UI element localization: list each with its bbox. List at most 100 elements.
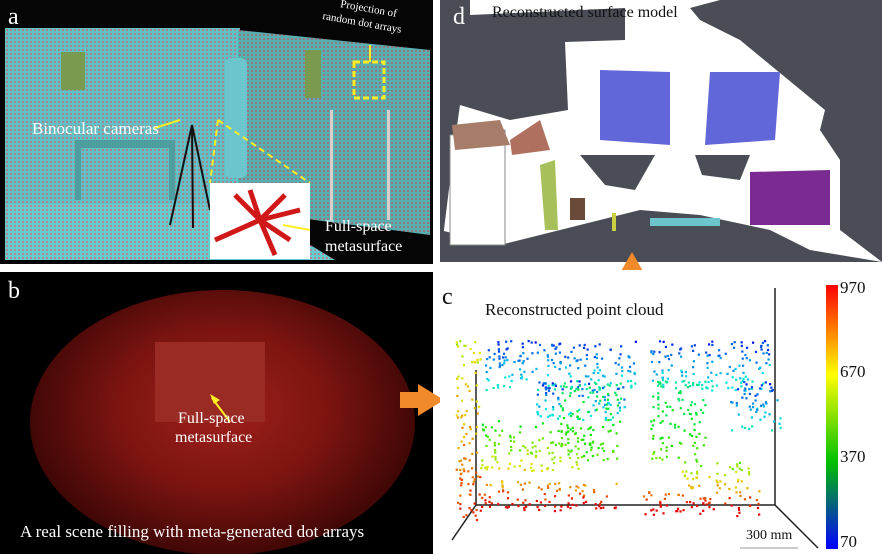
cloud-point (596, 453, 599, 456)
table-top (650, 218, 720, 226)
cloud-point (585, 388, 588, 391)
cloud-point (762, 403, 765, 406)
cloud-point (702, 444, 705, 447)
cloud-point (493, 441, 496, 445)
cloud-point (735, 404, 738, 407)
cloud-point (751, 380, 754, 383)
cloud-point (526, 357, 529, 360)
cloud-point (460, 399, 464, 402)
cloud-point (474, 371, 477, 375)
cloud-point (715, 479, 718, 482)
cloud-point (543, 492, 546, 496)
cloud-point (587, 410, 590, 414)
cloud-point (759, 345, 763, 349)
cloud-point (673, 423, 677, 426)
cloud-point (518, 359, 521, 362)
cloud-point (460, 472, 463, 475)
cloud-point (521, 488, 524, 491)
cloud-point (616, 404, 619, 407)
cloud-point (538, 439, 541, 442)
cloud-point (767, 358, 770, 361)
cloud-point (582, 494, 586, 497)
cloud-point (660, 385, 663, 388)
cloud-point (602, 406, 605, 409)
cloud-point (604, 403, 607, 406)
cloud-point (699, 408, 703, 411)
cloud-point (571, 503, 574, 506)
cloud-point (605, 403, 608, 406)
cloud-point (569, 486, 572, 489)
cloud-point (633, 371, 636, 374)
cloud-point (523, 482, 526, 485)
cloud-point (730, 400, 733, 404)
cloud-point (762, 382, 765, 385)
cloud-point (465, 409, 468, 413)
cloud-point (678, 399, 681, 402)
cloud-point (512, 436, 516, 439)
cloud-point (615, 394, 618, 397)
cloud-point (607, 407, 610, 410)
cloud-point (771, 389, 774, 392)
cloud-point (678, 441, 681, 444)
cloud-point (554, 383, 557, 386)
cloud-point (653, 370, 656, 373)
cloud-point (484, 466, 487, 469)
cloud-point (456, 386, 460, 389)
cloud-point (745, 346, 749, 349)
cloud-point (601, 426, 605, 429)
cloud-point (572, 346, 576, 349)
cloud-point (468, 459, 471, 462)
cloud-point (684, 461, 687, 464)
cloud-point (557, 396, 560, 399)
cloud-point (481, 428, 485, 431)
cloud-point (487, 379, 490, 382)
cloud-point (508, 386, 512, 389)
cloud-point (546, 446, 549, 450)
cloud-point (591, 454, 595, 458)
cloud-point (599, 502, 602, 506)
cloud-point (604, 418, 607, 421)
cloud-point (501, 484, 504, 487)
cloud-point (772, 420, 776, 423)
cloud-point (661, 369, 664, 372)
cloud-point (486, 377, 489, 381)
cloud-point (464, 457, 467, 460)
cloud-point (595, 408, 598, 411)
cloud-point (759, 387, 762, 390)
cloud-point (655, 456, 658, 460)
cloud-point (768, 363, 771, 367)
cloud-point (532, 469, 535, 472)
cloud-point (551, 458, 554, 461)
cloud-point (498, 357, 501, 360)
cloud-point (496, 461, 499, 464)
cloud-point (665, 504, 668, 507)
cloud-point (756, 407, 759, 411)
cloud-point (651, 379, 655, 382)
cloud-point (468, 389, 471, 393)
cloud-point (561, 407, 564, 410)
cloud-point (629, 370, 632, 373)
cloud-point (481, 423, 484, 426)
cloud-point (518, 449, 522, 452)
cloud-point (708, 506, 711, 509)
cloud-point (577, 388, 580, 391)
cloud-point (502, 352, 506, 355)
cloud-point (510, 449, 513, 452)
cloud-point (497, 442, 501, 446)
cloud-point (661, 458, 664, 461)
cloud-point (589, 414, 593, 418)
cloud-point (716, 462, 719, 465)
cloud-point (578, 384, 582, 387)
cloud-point (457, 345, 460, 348)
cloud-point (469, 489, 472, 492)
cloud-point (760, 387, 763, 391)
point-cloud-plot (451, 285, 838, 549)
cloud-point (513, 440, 516, 443)
cloud-point (479, 509, 482, 512)
cloud-point (536, 403, 539, 406)
cloud-point (488, 438, 491, 441)
cloud-point (459, 507, 462, 510)
cloud-point (739, 494, 742, 498)
cloud-point (494, 429, 497, 432)
cloud-point (677, 493, 680, 496)
